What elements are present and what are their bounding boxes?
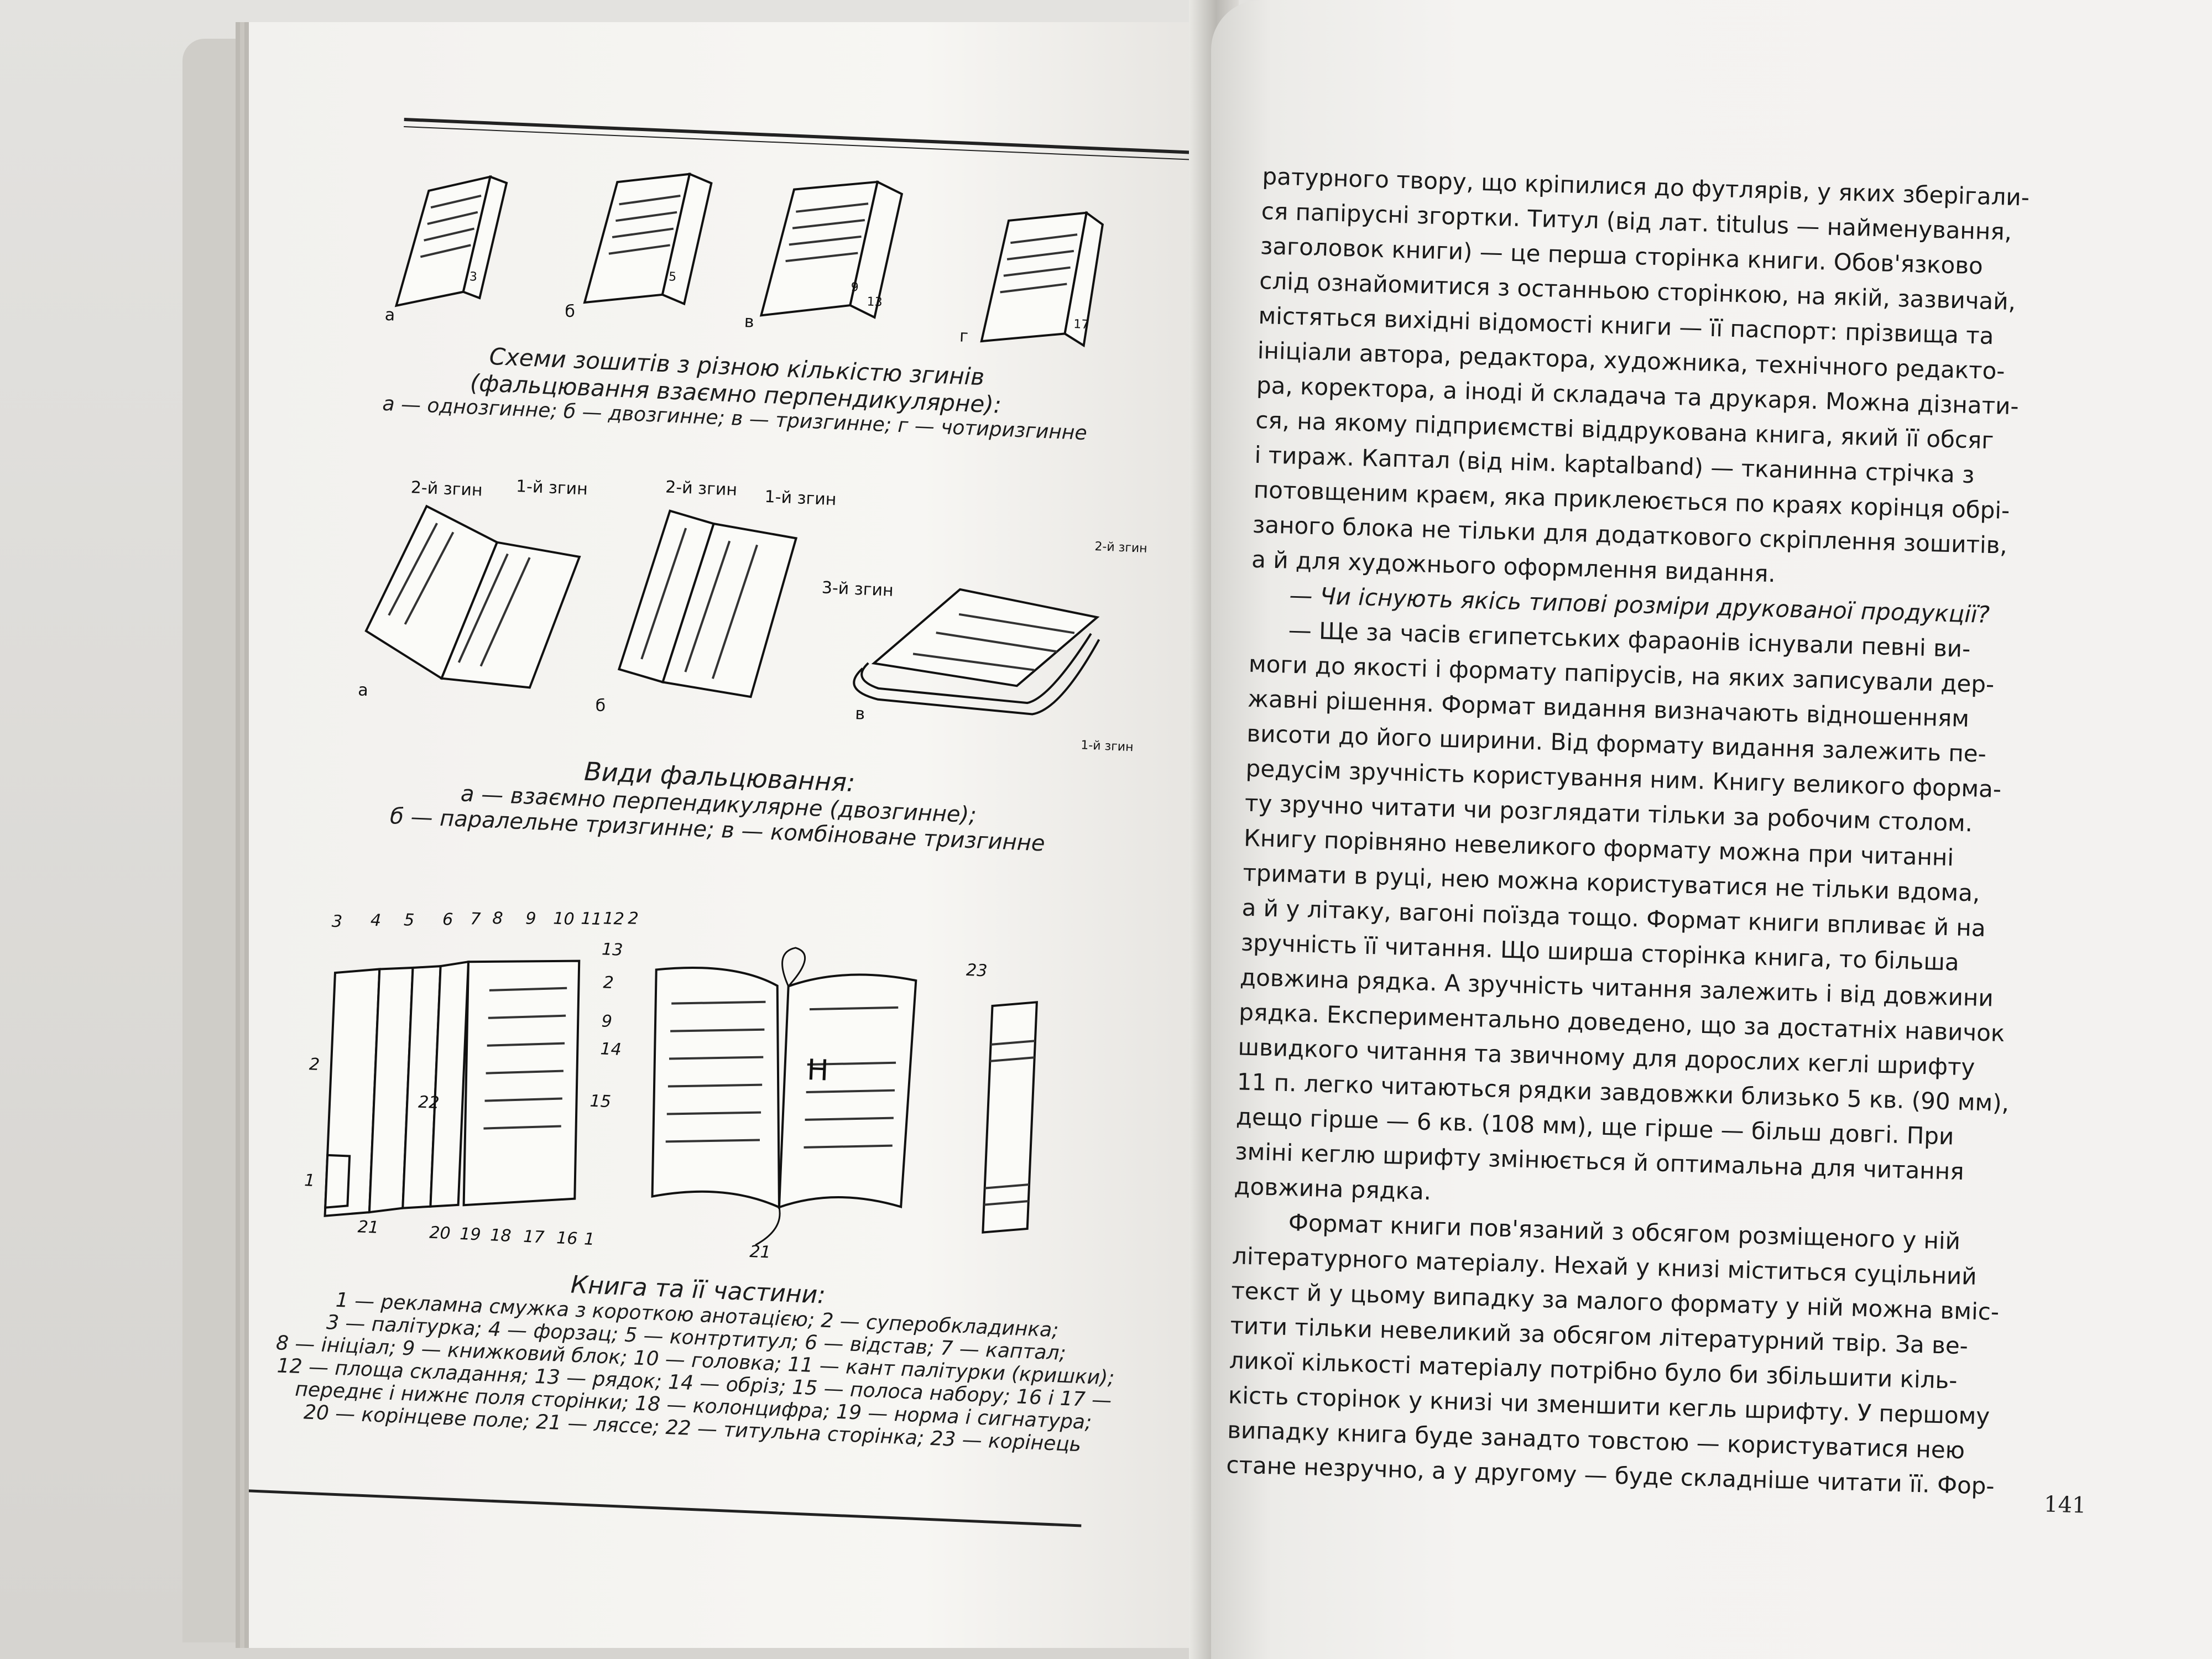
- part-number: 13: [601, 940, 624, 960]
- paragraph: Формат книги пов'язаний з обсягом розміщ…: [1226, 1203, 2025, 1504]
- part-number: 12: [602, 909, 625, 929]
- part-number: 1: [583, 1229, 596, 1250]
- open-book-initial: Н: [806, 1053, 830, 1088]
- part-number: 18: [489, 1225, 512, 1246]
- left-page-content: а б в г 3 5 9 13 17 Схеми зошитів з різн…: [249, 22, 1211, 1648]
- fig2-caption: Види фальцювання: а — взаємно перпендику…: [302, 745, 1135, 860]
- part-number: 23: [966, 960, 988, 981]
- fig1-page-num-v2: 13: [867, 295, 883, 310]
- fold-b-label-2nd: 2-й згин: [665, 477, 738, 500]
- part-number: 3: [331, 911, 343, 932]
- part-number: 19: [459, 1224, 482, 1245]
- fig2-label-a: а: [357, 680, 369, 701]
- part-number: 20: [429, 1223, 451, 1244]
- fold-b-label-1st: 1-й згин: [764, 487, 837, 510]
- part-number: 2: [309, 1055, 320, 1075]
- part-number: 5: [403, 910, 415, 931]
- bookmark-ribbon-tail: [755, 1207, 781, 1246]
- part-number: 15: [589, 1091, 612, 1112]
- part-number: 11: [580, 909, 603, 930]
- right-page: ратурного твору, що кріпилися до футлярі…: [1211, 0, 2212, 1659]
- part-number: 17: [523, 1227, 545, 1248]
- fig1-label-g: г: [959, 326, 969, 347]
- fig2-label-v: в: [854, 704, 865, 724]
- part-number: 21: [749, 1241, 771, 1262]
- part-number: 1: [304, 1171, 316, 1191]
- fold-v-label-2nd: 2-й згин: [1094, 539, 1148, 556]
- book-spine-drawing: [982, 1001, 1038, 1234]
- fold-v-label-3rd: 3-й згин: [821, 578, 894, 601]
- book-block-drawing: [462, 959, 581, 1207]
- fig2-label-b: б: [594, 696, 606, 716]
- fig1-page-num-b: 5: [668, 270, 677, 284]
- fig1-label-a: а: [384, 305, 395, 325]
- part-number: 9: [601, 1011, 613, 1032]
- part-number: 6: [442, 910, 454, 930]
- fold-a-label-2nd: 2-й згин: [410, 478, 483, 500]
- part-number: 21: [357, 1217, 379, 1238]
- part-number: 2: [627, 909, 639, 928]
- bookmark-ribbon-loop: [781, 947, 806, 987]
- part-number: 16: [556, 1228, 578, 1249]
- part-number: 4: [370, 910, 382, 931]
- part-number: 9: [525, 909, 537, 929]
- paragraph: — Ще за часів єгипетських фараонів існув…: [1234, 612, 2041, 1226]
- part-number: 14: [599, 1039, 622, 1060]
- page-number: 141: [2043, 1491, 2087, 1519]
- part-number: 22: [418, 1092, 440, 1113]
- fold-a-label-1st: 1-й згин: [515, 477, 588, 499]
- fig1-page-num-v: 9: [851, 280, 859, 295]
- part-number: 7: [469, 909, 482, 930]
- part-number: 8: [492, 908, 504, 928]
- figure-book-parts: Н 3 4 5 6 7 8 9 10 11 12 2 13 2 9 14 15 …: [302, 909, 1144, 1266]
- right-page-content: ратурного твору, що кріпилися до футлярі…: [1211, 0, 2212, 1659]
- fold-b-right: [661, 522, 798, 698]
- fig1-label-b: б: [564, 301, 576, 322]
- part-number: 10: [552, 909, 575, 930]
- part-number: 2: [602, 973, 614, 993]
- fig1-label-v: в: [744, 312, 755, 332]
- fold-v-label-1st: 1-й згин: [1080, 738, 1134, 755]
- left-page: а б в г 3 5 9 13 17 Схеми зошитів з різн…: [249, 22, 1211, 1648]
- fig1-page-num-a: 3: [469, 270, 478, 284]
- paragraph: ратурного твору, що кріпилися до футлярі…: [1251, 159, 2053, 599]
- fold-a-right: [440, 541, 581, 689]
- fold-v-top: [871, 588, 1100, 687]
- fig3-caption: Книга та її частини: 1 — рекламна смужка…: [249, 1256, 1157, 1459]
- figure-folding-types: 2-й згин 1-й згин 2-й згин 1-й згин 2-й …: [352, 476, 1190, 754]
- figure-signatures: а б в г 3 5 9 13 17: [373, 139, 1210, 372]
- fig1-page-num-g: 17: [1073, 317, 1089, 332]
- bottom-rule: [249, 1488, 1082, 1527]
